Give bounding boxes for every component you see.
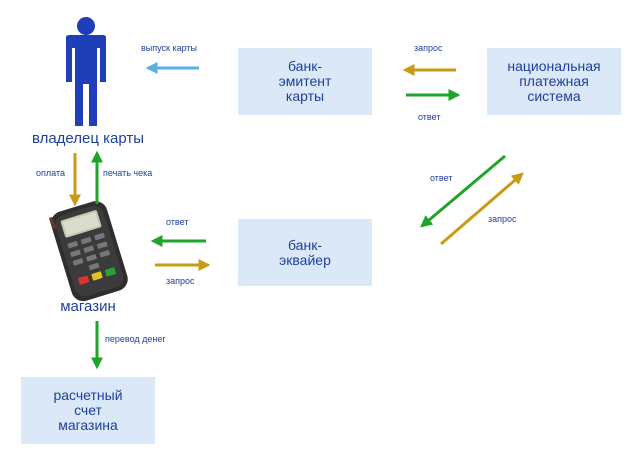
store-account-box: расчетный счет магазина	[21, 377, 155, 444]
store-request-label: запрос	[166, 276, 195, 286]
acquirer-request-label: запрос	[488, 214, 517, 224]
issuer-bank-label: банк- эмитент карты	[278, 58, 332, 104]
payment-label: оплата	[36, 168, 65, 178]
payment-system-box: национальная платежная система	[487, 48, 621, 115]
acquirer-bank-box: банк- эквайер	[238, 219, 372, 286]
cardholder-label: владелец карты	[31, 130, 145, 147]
issuer-request-label: запрос	[414, 43, 443, 53]
acquirer-response-label: ответ	[166, 217, 189, 227]
acquirer-request-arrow	[440, 172, 524, 246]
card-terminal-icon	[48, 201, 128, 302]
store-label: магазин	[60, 298, 116, 315]
store-account-label: расчетный счет магазина	[53, 387, 123, 433]
acquirer-bank-label: банк- эквайер	[279, 236, 331, 268]
system-response-label: ответ	[430, 173, 453, 183]
money-transfer-label: перевод денег	[105, 334, 166, 344]
card-issue-label: выпуск карты	[141, 43, 197, 53]
receipt-print-label: печать чека	[103, 168, 153, 178]
person-icon	[66, 17, 106, 126]
issuer-response-label: ответ	[418, 112, 441, 122]
system-response-arrow	[420, 154, 506, 228]
payment-system-label: национальная платежная система	[507, 58, 601, 104]
issuer-bank-box: банк- эмитент карты	[238, 48, 372, 115]
